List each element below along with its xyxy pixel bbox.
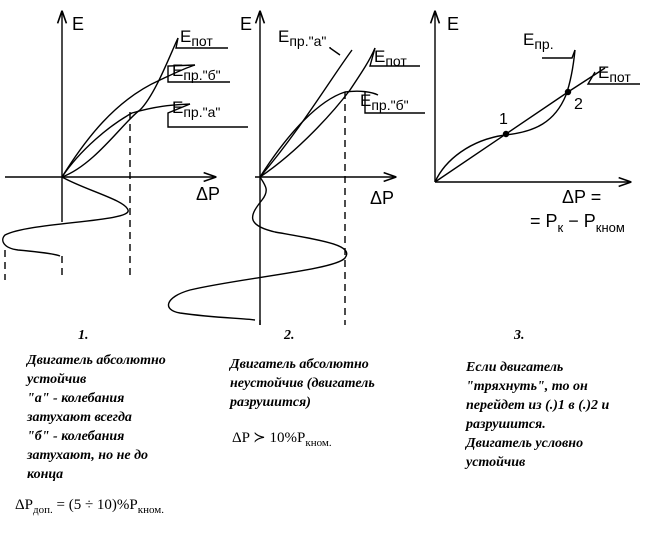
- panel-2-number: 2.: [284, 328, 295, 343]
- panel-3-number: 3.: [514, 328, 525, 343]
- panel-3-label-e-pot: Eпот: [598, 63, 631, 85]
- panel-3-label-e-pr: Eпр.: [523, 30, 554, 52]
- panel-1-curve-e-pot: [61, 37, 179, 178]
- panel-3-leader-pr: [542, 49, 576, 59]
- panel-2-oscillation: [167, 176, 348, 321]
- panel-3-x-axis-label: ΔP =: [562, 187, 601, 207]
- panel-2-formula: ΔP ≻ 10%Pкном.: [232, 430, 332, 449]
- panel-2-caption: Двигатель абсолютно неустойчив (двигател…: [230, 357, 375, 410]
- panel-2-leader-b: [364, 91, 425, 114]
- panel-3-y-axis-label: E: [447, 14, 459, 34]
- panel-1-leader-pot: [175, 37, 228, 49]
- panel-1-formula: ΔPдоп. = (5 ÷ 10)%Pкном.: [15, 497, 164, 516]
- panel-1-curve-e-pr-a: [61, 103, 191, 178]
- panel-1-caption: Двигатель абсолютно устойчив "а" - колеб…: [27, 353, 166, 482]
- panel-1-label-e-pr-a: Eпр."а": [172, 98, 220, 120]
- panel-1-x-axis-label: ΔP: [196, 184, 220, 204]
- panel-3-point-2-label: 2: [574, 96, 583, 113]
- panel-2-label-e-pr-b: Eпр."б": [360, 91, 409, 113]
- panel-2-curve-e-pr-a: [259, 49, 353, 178]
- panel-2-x-axis-label: ΔP: [370, 188, 394, 208]
- panel-2-curve-e-pr-b: [259, 90, 379, 178]
- panel-3-point-2-marker: [564, 88, 572, 96]
- panel-2-label-e-pot: Eпот: [374, 47, 407, 69]
- panel-1-curve-e-pr-b: [61, 64, 196, 178]
- panel-3-leader-pot: [586, 71, 640, 85]
- panel-2-leader-a: [329, 47, 341, 56]
- panel-2-leader-pot: [369, 47, 420, 67]
- panel-2-y-axis-label: E: [240, 14, 252, 34]
- panel-3-curve-e-pot: [434, 67, 606, 183]
- panel-1-label-e-pr-b: Eпр."б": [172, 61, 221, 83]
- panel-2-graph: [167, 12, 425, 325]
- panel-2-label-e-pr-a: Eпр."а": [278, 27, 326, 49]
- panel-1-leader-b: [167, 64, 230, 83]
- panel-3-caption: Если двигатель "тряхнуть", то он перейде…: [466, 360, 610, 470]
- panel-1-leader-a: [167, 103, 248, 128]
- panel-1-label-e-pot: Eпот: [180, 27, 213, 49]
- panel-3-graph: [435, 12, 640, 182]
- panel-3-formula-line-2: = Pк − Pкном: [530, 211, 625, 235]
- panel-1-graph: [2, 12, 248, 280]
- panel-1-y-axis-label: E: [72, 14, 84, 34]
- panel-2-curve-e-pot: [259, 47, 376, 178]
- panel-1-oscillation: [2, 176, 129, 257]
- panel-3-point-1-label: 1: [499, 111, 508, 128]
- panel-1-number: 1.: [78, 328, 89, 343]
- panel-3-curve-e-pr: [434, 49, 576, 183]
- panel-3-point-1-marker: [502, 130, 510, 138]
